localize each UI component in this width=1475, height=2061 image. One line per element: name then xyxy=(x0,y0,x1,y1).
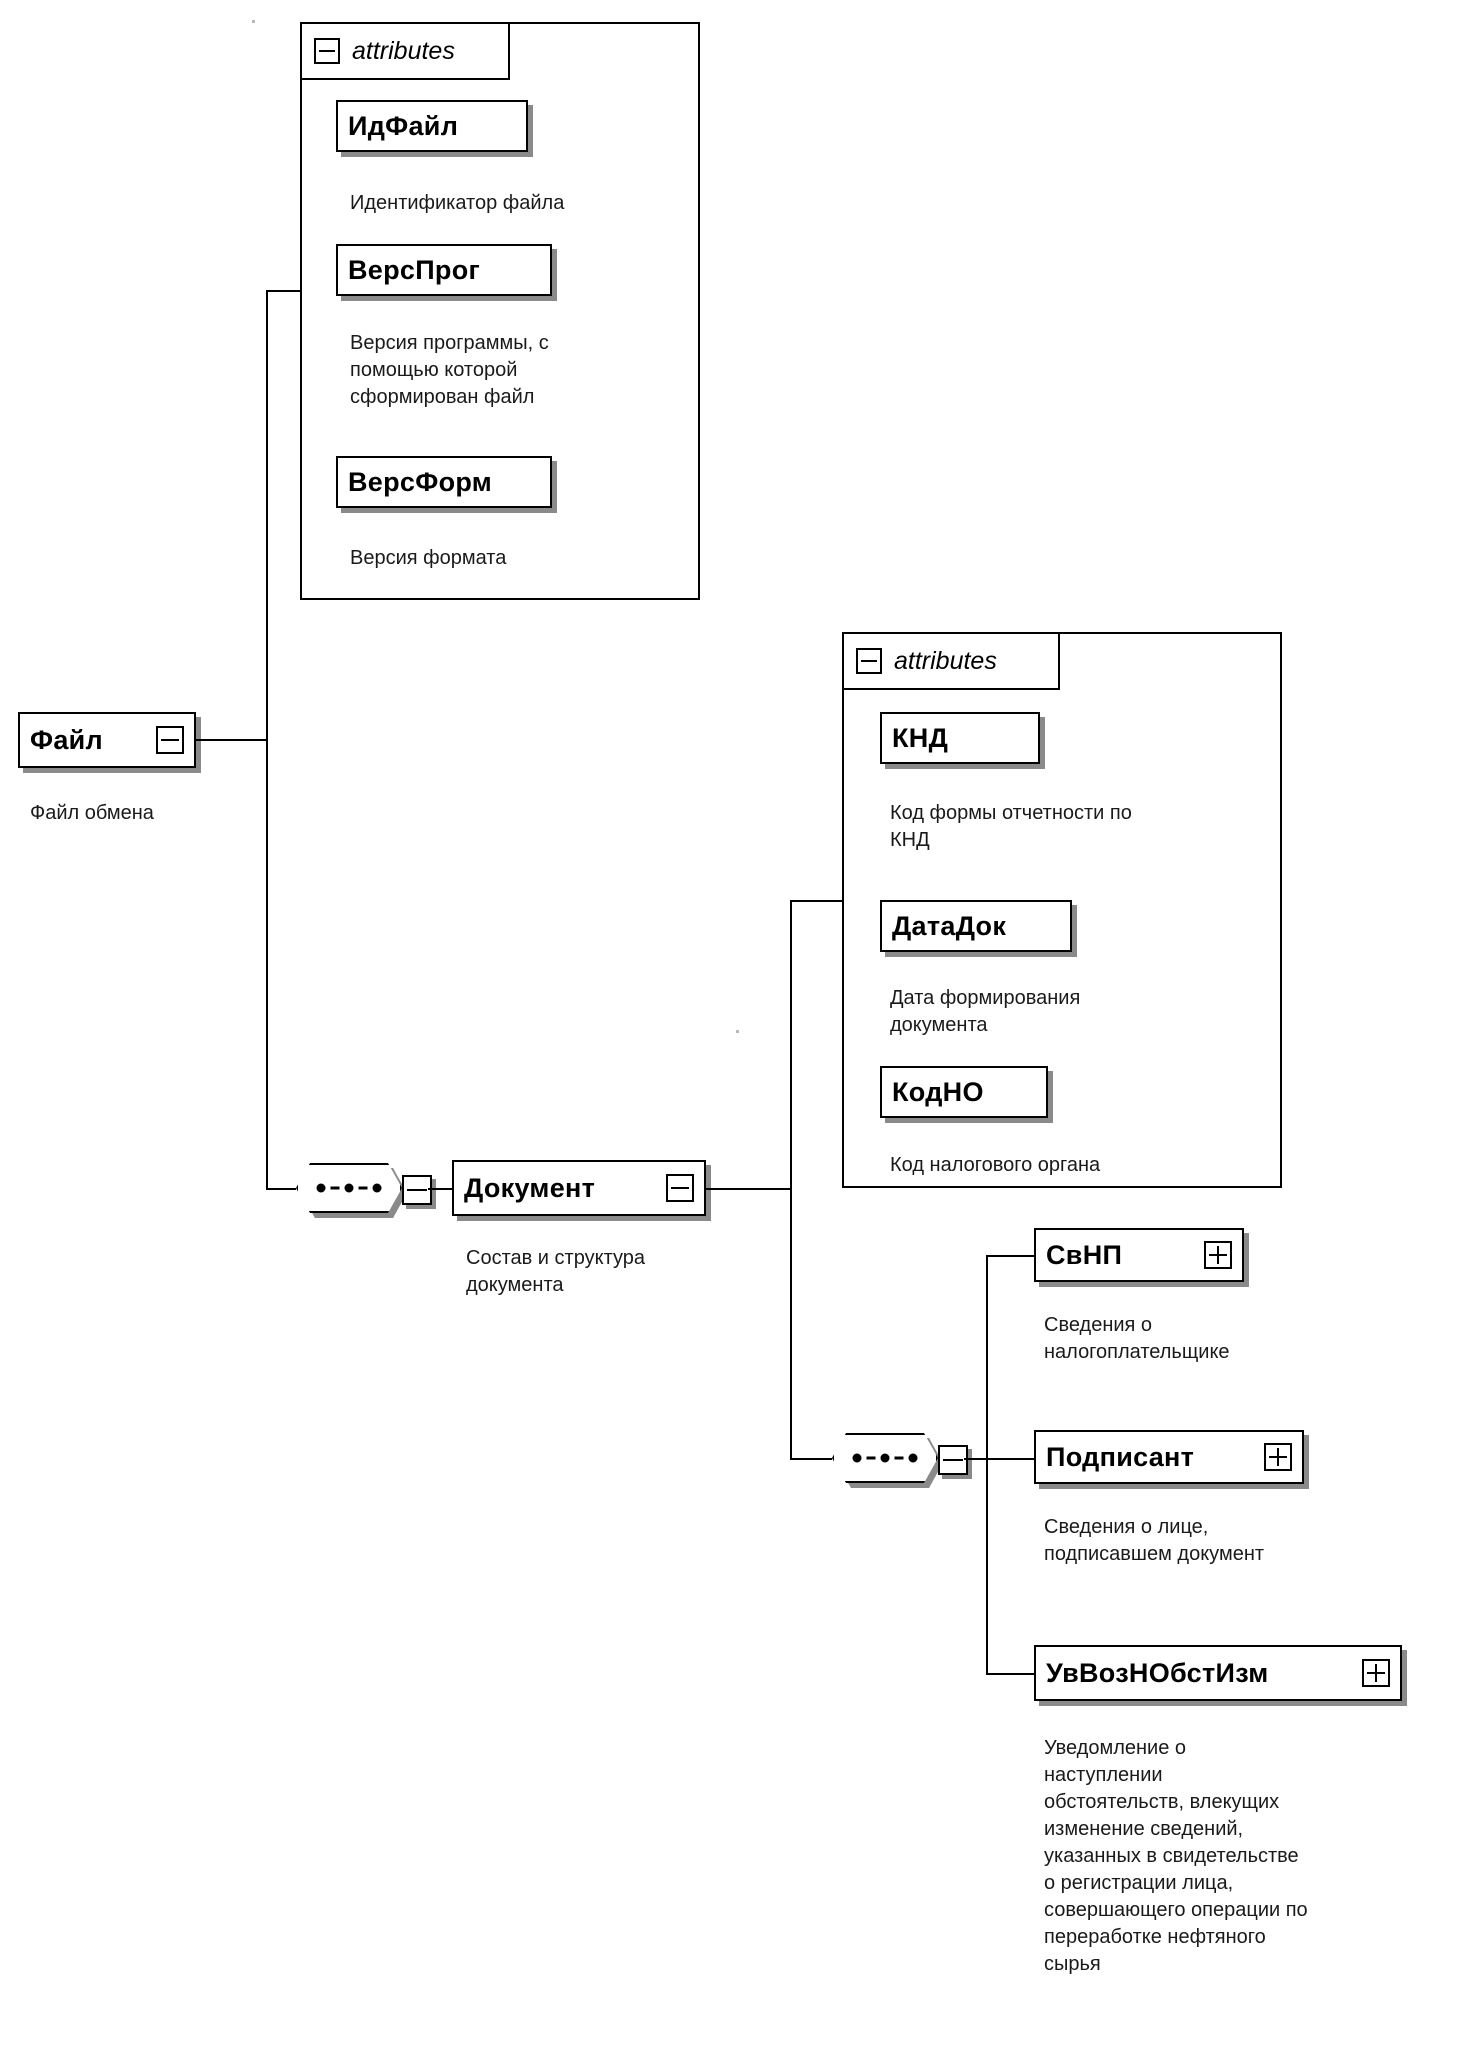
scan-speck xyxy=(252,20,255,23)
attribute-caption-versform: Версия формата xyxy=(350,547,507,569)
connector-line xyxy=(266,290,302,292)
collapse-minus-icon[interactable] xyxy=(314,38,340,64)
connector-line xyxy=(790,900,842,902)
attribute-caption-datadok: Дата формирования документа xyxy=(890,987,1081,1036)
attribute-caption-kodno: Код налогового органа xyxy=(890,1154,1101,1176)
sequence-connector-document[interactable] xyxy=(296,1163,402,1213)
collapse-minus-icon[interactable] xyxy=(856,648,882,674)
expand-plus-icon-podpisant[interactable] xyxy=(1264,1443,1292,1471)
attribute-caption-knd: Код формы отчетности по КНД xyxy=(890,802,1132,851)
child-node-podpisant[interactable]: Подписант xyxy=(1034,1430,1304,1484)
connector-line xyxy=(428,1188,452,1190)
sequence-connector-children[interactable] xyxy=(832,1433,938,1483)
attribute-label-versform: ВерсФорм xyxy=(348,466,493,497)
collapse-minus-icon-document[interactable] xyxy=(666,1174,694,1202)
connector-line xyxy=(790,900,792,1460)
root-node-fail[interactable]: Файл xyxy=(18,712,196,768)
child-node-uvvoznobstizm[interactable]: УвВозНОбстИзм xyxy=(1034,1645,1402,1701)
connector-line xyxy=(964,1458,988,1460)
sequence-collapse-icon-children[interactable] xyxy=(938,1445,968,1475)
attribute-label-knd: КНД xyxy=(892,722,949,753)
child-node-label-podpisant: Подписант xyxy=(1046,1441,1195,1472)
sequence-collapse-icon-document[interactable] xyxy=(402,1175,432,1205)
attribute-node-versprog[interactable]: ВерсПрог xyxy=(336,244,552,296)
document-node-label: Документ xyxy=(464,1172,596,1203)
root-node-caption: Файл обмена xyxy=(30,802,154,824)
attribute-node-idfail[interactable]: ИдФайл xyxy=(336,100,528,152)
attribute-label-idfail: ИдФайл xyxy=(348,110,459,141)
document-node-caption: Состав и структура документа xyxy=(466,1247,645,1296)
attributes-tab-file[interactable]: attributes xyxy=(300,22,510,80)
connector-line xyxy=(986,1255,1034,1257)
collapse-minus-icon-root[interactable] xyxy=(156,726,184,754)
attributes-tab-document[interactable]: attributes xyxy=(842,632,1060,690)
document-node[interactable]: Документ xyxy=(452,1160,706,1216)
attribute-node-knd[interactable]: КНД xyxy=(880,712,1040,764)
child-node-caption-uvvoznobstizm: Уведомление о наступлении обстоятельств,… xyxy=(1044,1737,1308,1975)
connector-line xyxy=(196,739,268,741)
attribute-caption-versprog: Версия программы, с помощью которой сфор… xyxy=(350,332,549,408)
child-node-caption-podpisant: Сведения о лице, подписавшем документ xyxy=(1044,1516,1265,1565)
child-node-label-svnp: СвНП xyxy=(1046,1239,1123,1270)
root-node-label: Файл xyxy=(30,724,104,755)
scan-speck xyxy=(736,1030,739,1033)
connector-line xyxy=(266,290,268,1190)
attributes-tab-label: attributes xyxy=(352,36,455,65)
attribute-label-datadok: ДатаДок xyxy=(892,910,1007,941)
child-node-svnp[interactable]: СвНП xyxy=(1034,1228,1244,1282)
attribute-node-kodno[interactable]: КодНО xyxy=(880,1066,1048,1118)
expand-plus-icon-svnp[interactable] xyxy=(1204,1241,1232,1269)
attribute-node-versform[interactable]: ВерсФорм xyxy=(336,456,552,508)
connector-line xyxy=(790,1458,832,1460)
attribute-label-versprog: ВерсПрог xyxy=(348,254,481,285)
child-node-caption-svnp: Сведения о налогоплательщике xyxy=(1044,1314,1230,1363)
connector-line xyxy=(706,1188,792,1190)
connector-line xyxy=(986,1458,1034,1460)
attribute-label-kodno: КодНО xyxy=(892,1076,984,1107)
connector-line xyxy=(986,1673,1034,1675)
attributes-tab-label-document: attributes xyxy=(894,646,997,675)
connector-line xyxy=(266,1188,296,1190)
connector-line xyxy=(986,1255,988,1675)
attribute-caption-idfail: Идентификатор файла xyxy=(350,192,565,214)
child-node-label-uvvoznobstizm: УвВозНОбстИзм xyxy=(1046,1657,1269,1688)
expand-plus-icon-uvvoznobstizm[interactable] xyxy=(1362,1659,1390,1687)
attribute-node-datadok[interactable]: ДатаДок xyxy=(880,900,1072,952)
